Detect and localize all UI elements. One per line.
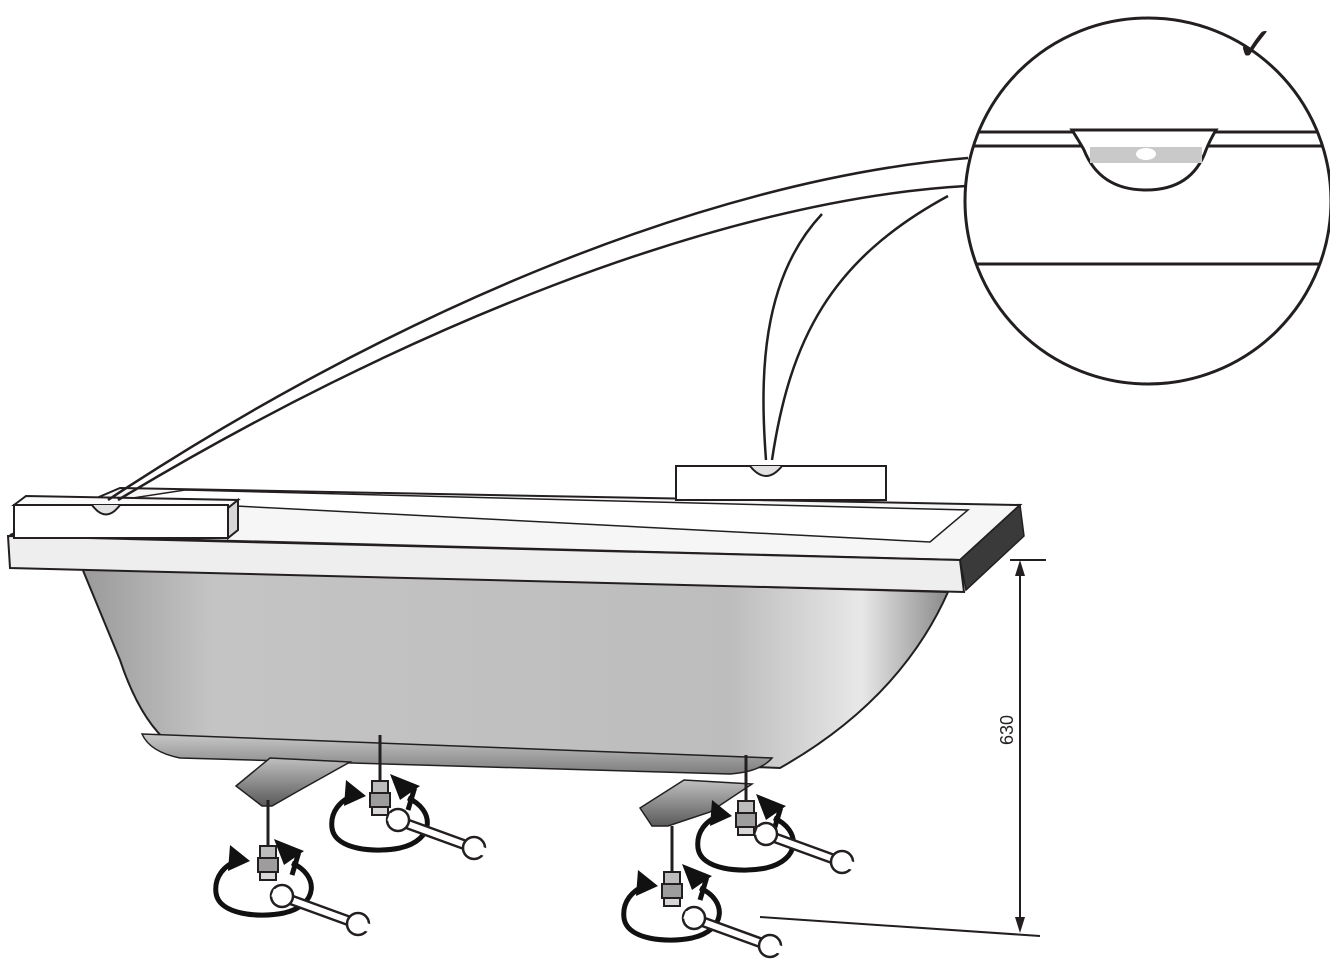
bathtub: [6, 486, 1025, 775]
foot-adjust-front-right: [624, 824, 785, 957]
level-right-front: [675, 465, 887, 501]
callout-left-upper: [107, 156, 969, 502]
check-mark-icon: ✓: [1236, 17, 1275, 71]
tub-opening: [119, 489, 970, 543]
tub-bottom: [140, 733, 774, 775]
level-left-side: [227, 497, 239, 541]
spirit-level-left: [11, 494, 241, 541]
callout-right-right: [770, 194, 949, 461]
height-dimension: [759, 559, 1046, 937]
frame-rail-left: [234, 757, 353, 807]
tub-rim-front: [6, 534, 966, 594]
spirit-level-icon: [749, 465, 783, 477]
zoom-bubble: [1136, 148, 1156, 160]
tub-rim-edge: [959, 503, 1025, 592]
spirit-level-right: [675, 465, 887, 501]
tub-body: [80, 566, 950, 770]
foot-adjust-front-left: [216, 798, 373, 935]
callout-lines: [107, 156, 969, 502]
zoom-circle: [963, 16, 1330, 386]
frame-rail-right: [638, 779, 755, 827]
zoom-detail: ✓: [963, 16, 1330, 386]
spirit-level-icon: [91, 504, 121, 516]
callout-left-lower: [117, 184, 967, 502]
dimension-floor-line: [759, 916, 1041, 937]
dimension-arrow-top: [1015, 560, 1025, 576]
level-left-front: [13, 504, 229, 539]
dimension-arrow-bottom: [1015, 917, 1025, 933]
wrench-icon: [387, 809, 489, 859]
callout-right-left: [762, 213, 823, 461]
adjustable-foot-icon: [660, 824, 684, 908]
support-frame: [234, 757, 755, 827]
dimension-height-label: 630: [997, 715, 1017, 745]
wrench-icon: [683, 907, 785, 957]
